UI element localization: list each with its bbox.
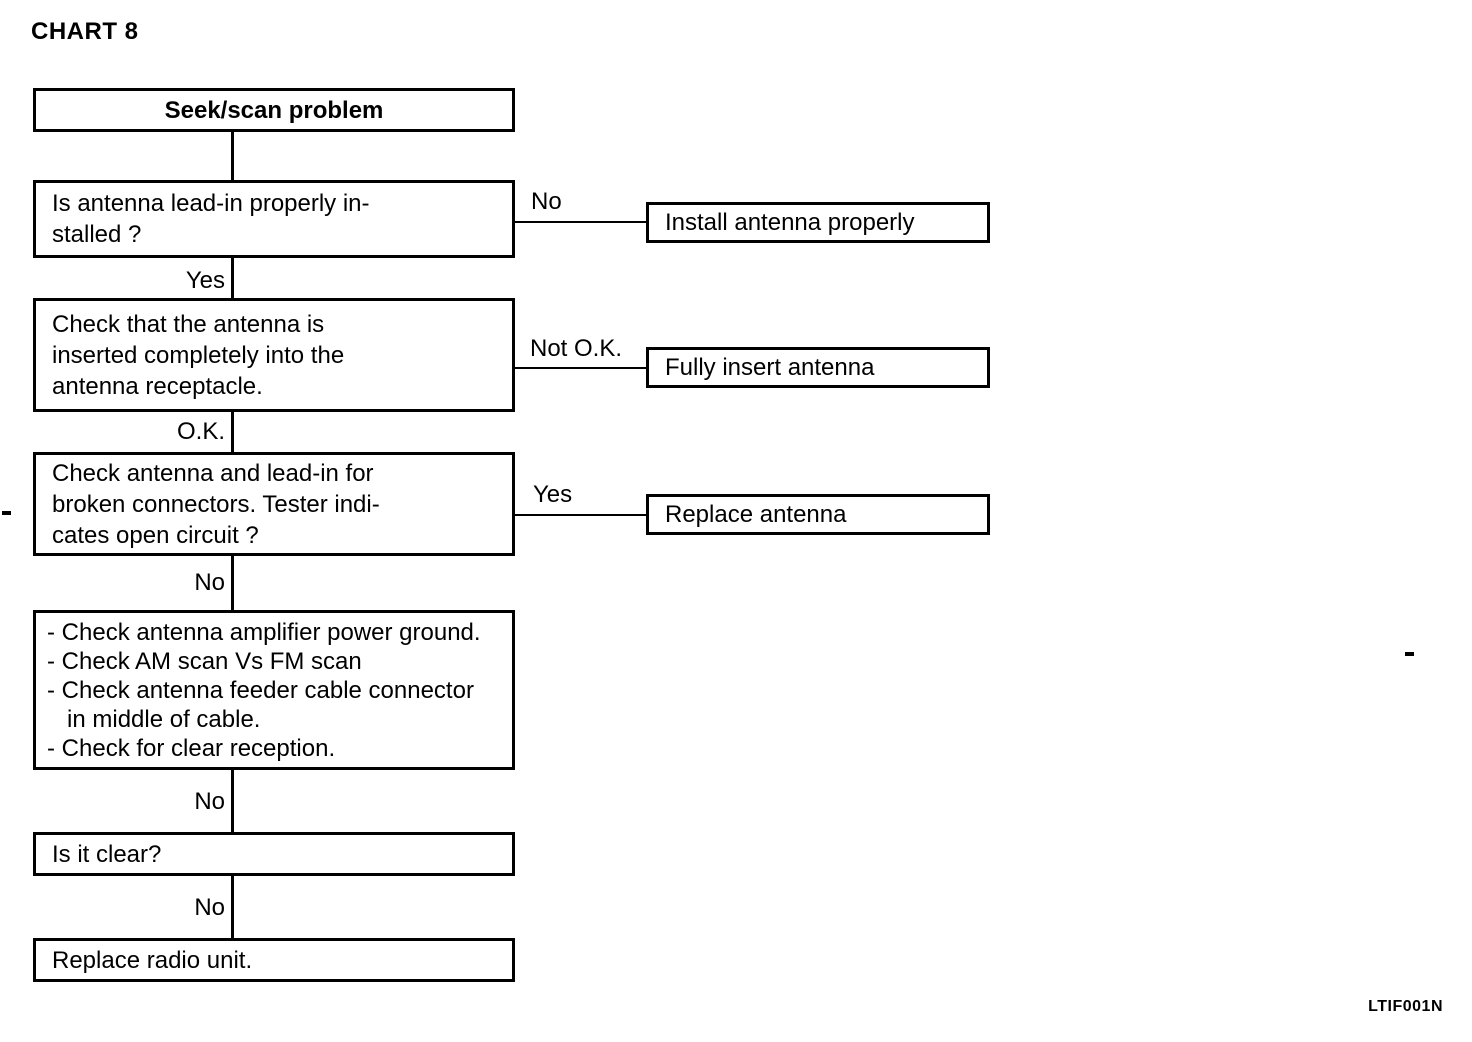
edge-label-lead-in-yes: Yes [185,267,225,294]
node-question-antenna-inserted[interactable]: Check that the antenna is inserted compl… [33,298,515,412]
node-action-checklist[interactable]: - Check antenna amplifier power ground. … [33,610,515,770]
connector-checklist-no-vertical [231,770,234,832]
node-question-broken-connectors[interactable]: Check antenna and lead-in for broken con… [33,452,515,556]
connector-is-clear-no-vertical [231,876,234,938]
edge-label-inserted-ok: O.K. [176,418,225,445]
node-action-install-antenna-properly[interactable]: Install antenna properly [646,202,990,243]
connector-inserted-ok-vertical [231,412,234,452]
connector-start-to-lead-in [231,132,234,180]
node-question-antenna-inserted-label: Check that the antenna is inserted compl… [52,310,345,400]
node-question-broken-connectors-label: Check antenna and lead-in for broken con… [52,459,380,549]
node-start-seek-scan-problem[interactable]: Seek/scan problem [33,88,515,132]
node-action-fully-insert-antenna[interactable]: Fully insert antenna [646,347,990,388]
node-start-label: Seek/scan problem [164,96,384,124]
node-action-install-label: Install antenna properly [665,209,915,236]
document-code: LTIF001N [1368,998,1443,1015]
node-action-replace-antenna-label: Replace antenna [665,501,847,528]
edge-label-checklist-no: No [194,788,225,815]
edge-label-lead-in-no: No [531,188,562,215]
node-question-lead-in-label: Is antenna lead-in properly in- stalled … [52,190,370,248]
registration-tick-right [1405,652,1414,656]
node-action-fully-insert-label: Fully insert antenna [665,354,875,381]
node-action-replace-radio-unit[interactable]: Replace radio unit. [33,938,515,982]
node-question-lead-in-installed[interactable]: Is antenna lead-in properly in- stalled … [33,180,515,258]
connector-broken-yes-horizontal [515,514,648,516]
registration-tick-left [2,511,11,515]
node-question-is-it-clear[interactable]: Is it clear? [33,832,515,876]
edge-label-broken-yes: Yes [533,481,573,508]
node-action-replace-radio-label: Replace radio unit. [52,946,253,974]
edge-label-is-clear-no: No [194,894,225,921]
node-action-checklist-label: - Check antenna amplifier power ground. … [47,618,481,762]
edge-label-broken-no: No [194,569,225,596]
node-question-is-it-clear-label: Is it clear? [52,840,162,868]
edge-label-inserted-not-ok: Not O.K. [530,335,623,362]
connector-inserted-not-ok-horizontal [515,367,648,369]
page-title: CHART 8 [31,18,139,45]
node-action-replace-antenna[interactable]: Replace antenna [646,494,990,535]
connector-lead-in-yes-vertical [231,258,234,298]
connector-lead-in-no-horizontal [515,221,648,223]
connector-broken-no-vertical [231,556,234,610]
